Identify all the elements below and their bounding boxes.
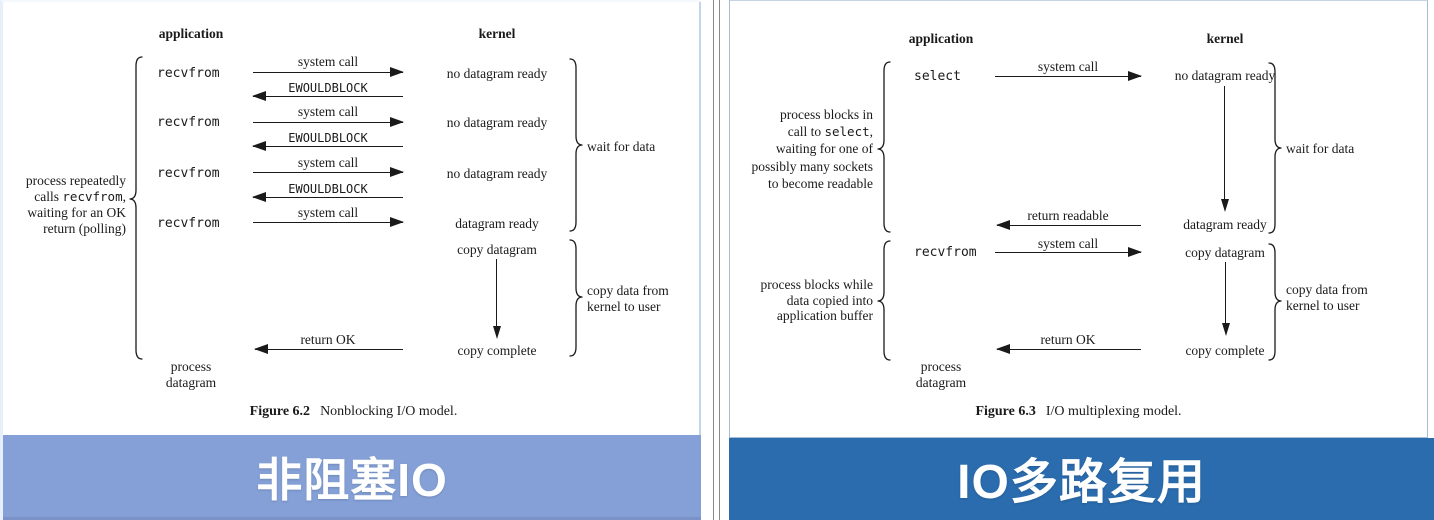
kernel-header: kernel	[478, 26, 516, 41]
note-line: process repeatedly	[25, 173, 126, 188]
copy-data-brace	[1268, 243, 1282, 361]
figure-caption: Figure 6.2 Nonblocking I/O model.	[3, 404, 704, 420]
figure-6-2-diagram: application kernel process repeatedly ca…	[3, 2, 704, 435]
recvfrom-label: recvfrom	[157, 166, 220, 181]
note-line: process blocks while	[760, 277, 873, 292]
copy-progress-arrow	[496, 259, 498, 327]
note-line: return (polling)	[43, 221, 126, 236]
system-call-arrow	[253, 216, 404, 227]
note-line: call to select,	[787, 124, 873, 140]
figure-caption: Figure 6.3 I/O multiplexing model.	[730, 404, 1427, 420]
system-call-arrow	[253, 166, 404, 177]
return-readable-label: return readable	[1027, 208, 1109, 223]
recvfrom-inline-code: recvfrom	[62, 189, 123, 204]
no-datagram-ready-label: no datagram ready	[446, 115, 548, 130]
ewouldblock-arrow	[252, 140, 403, 151]
copy-data-brace	[569, 239, 583, 357]
banner-title: 非阻塞IO	[256, 453, 448, 506]
wait-for-data-label: wait for data	[1286, 141, 1355, 156]
polling-brace	[129, 56, 143, 360]
copy-datagram-label: copy datagram	[1185, 245, 1265, 260]
no-datagram-ready-label: no datagram ready	[446, 166, 548, 181]
application-header: application	[158, 26, 224, 41]
select-label: select	[914, 69, 961, 84]
figure-number: Figure 6.3	[975, 404, 1036, 419]
figure-number: Figure 6.2	[249, 404, 311, 419]
divider-line	[719, 0, 720, 520]
return-ok-label: return OK	[1040, 332, 1096, 347]
system-call-label: system call	[1037, 236, 1099, 251]
system-call-arrow	[995, 70, 1142, 81]
copy-complete-label: copy complete	[457, 343, 537, 358]
system-call-label: system call	[1037, 59, 1099, 74]
ewouldblock-arrow	[252, 191, 403, 202]
panel-io-multiplexing: application kernel process blocks in cal…	[729, 0, 1434, 520]
copy-datagram-label: copy datagram	[457, 242, 537, 257]
banner-multiplexing: IO多路复用	[729, 438, 1434, 520]
copy-blocking-brace	[877, 240, 891, 361]
copy-data-from-label: copy data from kernel to user	[587, 283, 669, 314]
recvfrom-label: recvfrom	[157, 216, 220, 231]
system-call-label: system call	[297, 155, 359, 170]
figure-title: Nonblocking I/O model.	[320, 404, 458, 419]
banner-nonblocking: 非阻塞IO	[3, 435, 701, 520]
note-line: to become readable	[768, 175, 873, 191]
figure-title: I/O multiplexing model.	[1045, 404, 1182, 419]
copy-complete-label: copy complete	[1185, 343, 1265, 358]
ewouldblock-label: EWOULDBLOCK	[288, 81, 368, 95]
banner-bottom-strip	[3, 517, 701, 520]
note-line: possibly many sockets	[751, 158, 874, 174]
system-call-label: system call	[297, 104, 359, 119]
ewouldblock-arrow	[252, 90, 403, 101]
return-readable-arrow	[996, 219, 1141, 230]
panel-nonblocking-io: application kernel process repeatedly ca…	[0, 0, 704, 520]
ewouldblock-label: EWOULDBLOCK	[288, 182, 368, 196]
wait-for-data-brace	[1268, 62, 1282, 234]
copy-data-from-label: copy data from kernel to user	[1286, 282, 1368, 313]
return-ok-arrow	[254, 343, 403, 354]
wait-for-data-brace	[569, 58, 583, 232]
wait-for-data-label: wait for data	[587, 139, 656, 154]
select-blocking-brace	[877, 61, 891, 233]
note-line: calls recvfrom,	[34, 189, 126, 204]
note-line: waiting for one of	[775, 141, 873, 157]
copy-progress-arrow	[1225, 262, 1227, 324]
system-call-label: system call	[297, 54, 359, 69]
recvfrom-label: recvfrom	[914, 245, 977, 260]
datagram-ready-label: datagram ready	[1183, 217, 1267, 232]
system-call-arrow	[253, 66, 404, 77]
note-line: process blocks in	[780, 107, 873, 122]
figure-6-3-diagram: application kernel process blocks in cal…	[729, 0, 1428, 438]
process-datagram-label: process datagram	[165, 359, 217, 390]
process-datagram-label: process datagram	[915, 359, 967, 390]
copy-blocking-note: process blocks while data copied into ap…	[730, 277, 873, 324]
return-ok-label: return OK	[300, 332, 356, 347]
no-datagram-ready-label: no datagram ready	[446, 66, 548, 81]
wait-progress-arrow	[1224, 86, 1226, 200]
datagram-ready-label: datagram ready	[455, 216, 539, 231]
application-header: application	[908, 31, 974, 46]
select-inline-code: select	[824, 124, 870, 140]
recvfrom-label: recvfrom	[157, 115, 220, 130]
return-ok-arrow	[996, 343, 1141, 354]
note-line: waiting for an OK	[27, 205, 126, 220]
banner-title: IO多路复用	[957, 456, 1206, 509]
ewouldblock-label: EWOULDBLOCK	[288, 131, 368, 145]
system-call-arrow	[995, 246, 1142, 257]
system-call-label: system call	[297, 205, 359, 220]
kernel-header: kernel	[1206, 31, 1244, 46]
no-datagram-ready-label: no datagram ready	[1174, 68, 1276, 83]
page-edge-line	[699, 2, 701, 435]
recvfrom-label: recvfrom	[157, 66, 220, 81]
note-line: application buffer	[776, 308, 873, 323]
system-call-arrow	[253, 116, 404, 127]
page-divider	[701, 0, 729, 520]
polling-note: process repeatedly calls recvfrom, waiti…	[3, 173, 126, 237]
note-line: data copied into	[786, 292, 873, 308]
divider-line	[713, 0, 714, 520]
select-blocking-note: process blocks in call to select, waitin…	[730, 106, 874, 192]
